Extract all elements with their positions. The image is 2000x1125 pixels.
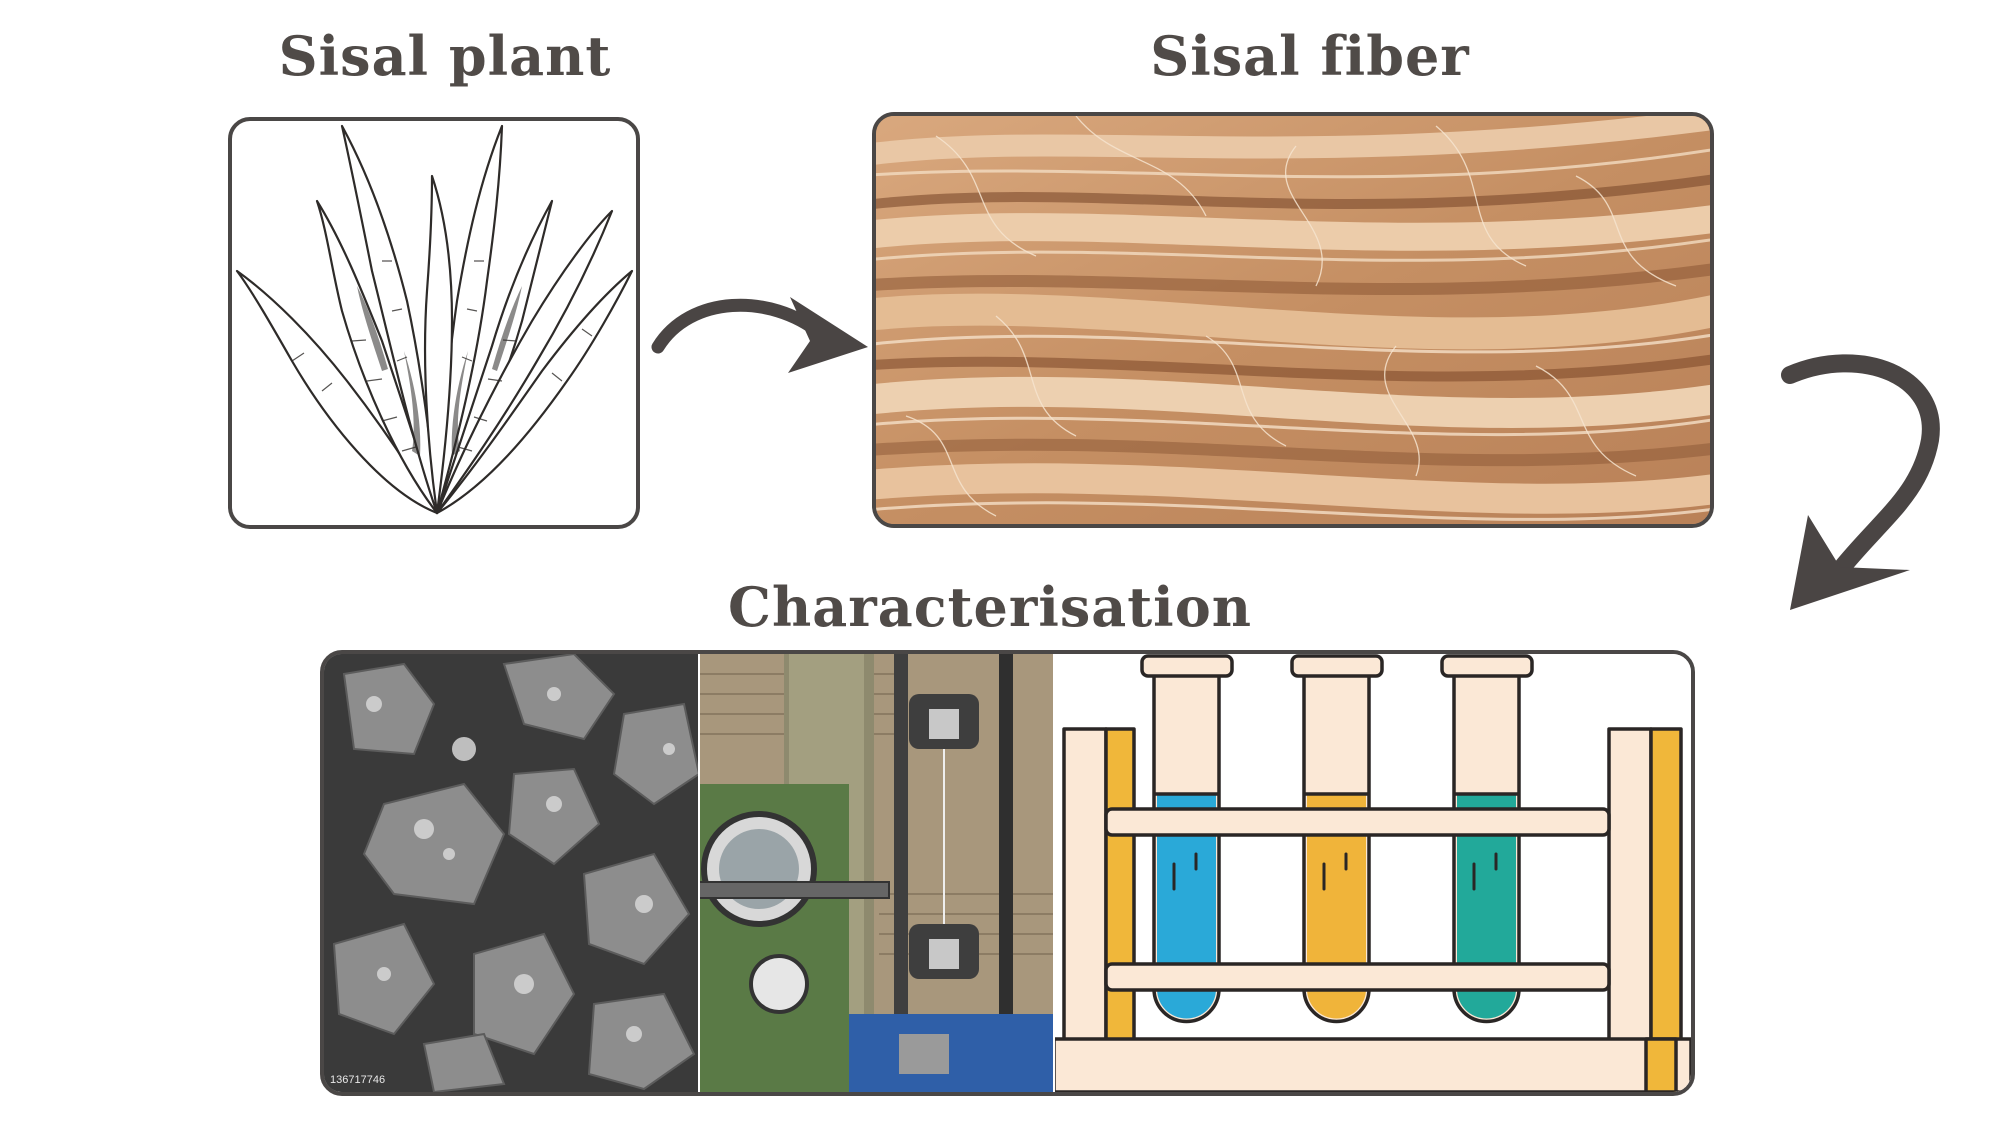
test-tube-yellow: [1290, 654, 1384, 1024]
test-tubes-illustration: [1054, 654, 1691, 1092]
leaf: [423, 174, 454, 515]
characterisation-panel: 136717746: [320, 650, 1695, 1096]
divider: [698, 654, 700, 1092]
leaf: [435, 209, 614, 515]
leaf: [235, 269, 439, 515]
sem-micrograph: 136717746: [324, 654, 699, 1092]
leaf: [315, 199, 439, 515]
leaf: [340, 124, 439, 515]
arrow-right-icon: [651, 297, 868, 373]
sisal-fiber-panel: [872, 112, 1714, 528]
arrow-down-icon: [1781, 354, 1940, 610]
divider: [1053, 654, 1055, 1092]
tensile-testing-photo: [699, 654, 1054, 1092]
sisal-plant-panel: [228, 117, 640, 529]
sisal-fiber-title: Sisal fiber: [1150, 24, 1470, 88]
leaf: [435, 269, 634, 515]
sisal-plant-title: Sisal plant: [278, 24, 612, 88]
sisal-plant-illustration: [235, 124, 634, 515]
characterisation-title: Characterisation: [728, 575, 1252, 639]
stock-image-id: 136717746: [330, 1074, 386, 1086]
sisal-fiber-photo: [876, 116, 1710, 524]
